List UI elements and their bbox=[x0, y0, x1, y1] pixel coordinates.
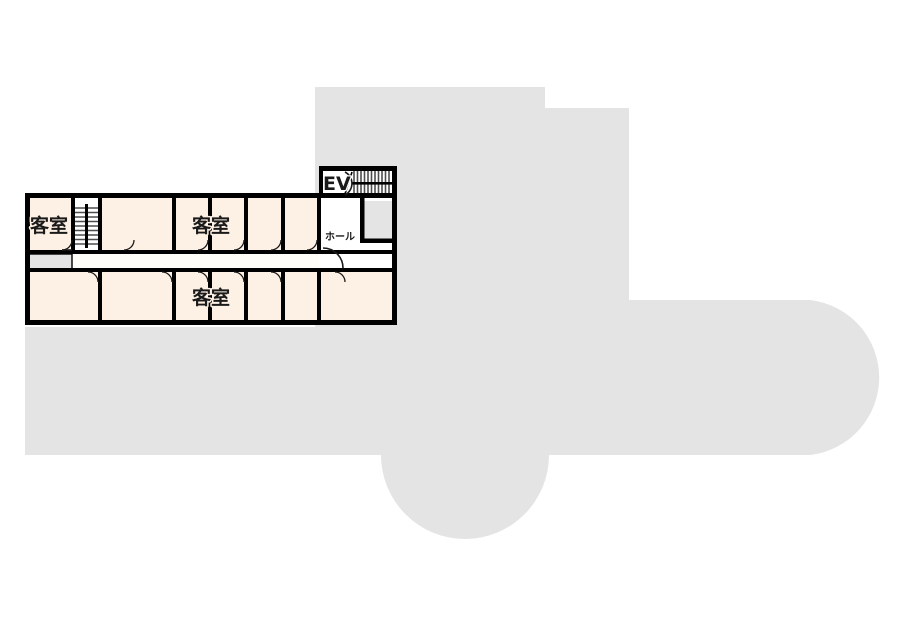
wall-lower-part-3 bbox=[208, 270, 212, 323]
service-box-left[interactable] bbox=[26, 253, 73, 271]
label-guest-room-3: 客室 bbox=[192, 286, 230, 309]
wall-outer-left bbox=[25, 193, 30, 325]
left-stair-stringer bbox=[85, 204, 88, 248]
door-lower-1[interactable] bbox=[87, 271, 99, 283]
elevator-shaft[interactable] bbox=[364, 201, 394, 240]
hall-group bbox=[319, 196, 397, 270]
left-stair-group bbox=[74, 204, 99, 248]
wall-lower-part-1 bbox=[98, 270, 102, 323]
room-fill-upper-room-3[interactable] bbox=[174, 196, 210, 253]
room-fill-lower-room-2[interactable] bbox=[100, 270, 174, 323]
site-notch-bottom-left bbox=[0, 443, 25, 533]
wall-upper-part-1 bbox=[71, 193, 75, 253]
elevator-shaft-wall-bottom bbox=[360, 238, 397, 243]
door-upper-5[interactable] bbox=[270, 239, 282, 251]
door-upper-2[interactable] bbox=[123, 239, 135, 251]
ev-stair-arrow-icon bbox=[344, 171, 353, 195]
door-lower-4[interactable] bbox=[233, 271, 245, 283]
door-lower-5[interactable] bbox=[270, 271, 282, 283]
corridor-floor[interactable] bbox=[25, 253, 397, 270]
site-notch-top-right bbox=[545, 87, 629, 108]
wall-lower-part-6 bbox=[317, 270, 321, 323]
ev-stair-group bbox=[344, 171, 396, 196]
wall-outer-right bbox=[392, 166, 397, 325]
elevator-shaft-wall-left bbox=[360, 198, 365, 243]
wall-upper-part-3 bbox=[172, 193, 176, 253]
wall-hall-left-stub bbox=[317, 196, 321, 253]
room-fill-upper-room-2[interactable] bbox=[100, 196, 174, 253]
lower-row-rooms bbox=[25, 270, 397, 323]
door-lower-3[interactable] bbox=[197, 271, 209, 283]
room-fill-lower-room-5[interactable] bbox=[246, 270, 283, 323]
door-upper-6[interactable] bbox=[306, 239, 318, 251]
ev-stair-stringer bbox=[352, 182, 396, 185]
room-fill-upper-room-4[interactable] bbox=[210, 196, 246, 253]
wall-ev-top bbox=[319, 166, 397, 171]
wall-upper-part-4 bbox=[208, 193, 212, 253]
room-fill-guest-room-left[interactable] bbox=[25, 196, 73, 253]
wall-upper-part-2 bbox=[98, 193, 102, 253]
site-mid-strip bbox=[315, 327, 629, 455]
room-fill-lower-room-3[interactable] bbox=[174, 270, 210, 323]
door-swings-group bbox=[61, 171, 353, 283]
door-hall-main[interactable] bbox=[322, 247, 344, 269]
labels-group: 客室 客室 客室 ホール EV bbox=[28, 172, 356, 311]
door-lower-6[interactable] bbox=[334, 271, 346, 283]
door-ev[interactable] bbox=[344, 171, 353, 196]
label-elevator: EV bbox=[323, 173, 351, 195]
site-left-strip bbox=[25, 327, 315, 455]
door-upper-4[interactable] bbox=[233, 239, 245, 251]
room-fill-lower-room-6[interactable] bbox=[283, 270, 319, 323]
site-footprint-group bbox=[0, 87, 900, 539]
wall-lower-part-5 bbox=[281, 270, 285, 323]
room-fill-upper-room-5[interactable] bbox=[246, 196, 283, 253]
site-notch-right bbox=[629, 87, 900, 300]
room-fill-lower-room-1[interactable] bbox=[25, 270, 100, 323]
label-hall: ホール bbox=[325, 231, 355, 243]
door-lower-2[interactable] bbox=[161, 271, 173, 283]
wall-ev-left bbox=[319, 166, 323, 198]
door-upper-3[interactable] bbox=[197, 239, 209, 251]
room-fill-lower-room-7[interactable] bbox=[319, 270, 397, 323]
label-guest-room-2: 客室 bbox=[192, 214, 230, 237]
wall-lower-part-4 bbox=[244, 270, 248, 323]
door-upper-1[interactable] bbox=[61, 239, 73, 251]
wall-lower-part-2 bbox=[172, 270, 176, 323]
room-fill-upper-room-6[interactable] bbox=[283, 196, 319, 253]
wall-upper-part-6 bbox=[281, 193, 285, 253]
site-south-bump bbox=[381, 443, 549, 527]
room-fill-lower-room-4[interactable] bbox=[210, 270, 246, 323]
walls-group bbox=[25, 166, 397, 325]
wall-upper-part-5 bbox=[244, 193, 248, 253]
label-guest-room-1: 客室 bbox=[30, 214, 68, 237]
